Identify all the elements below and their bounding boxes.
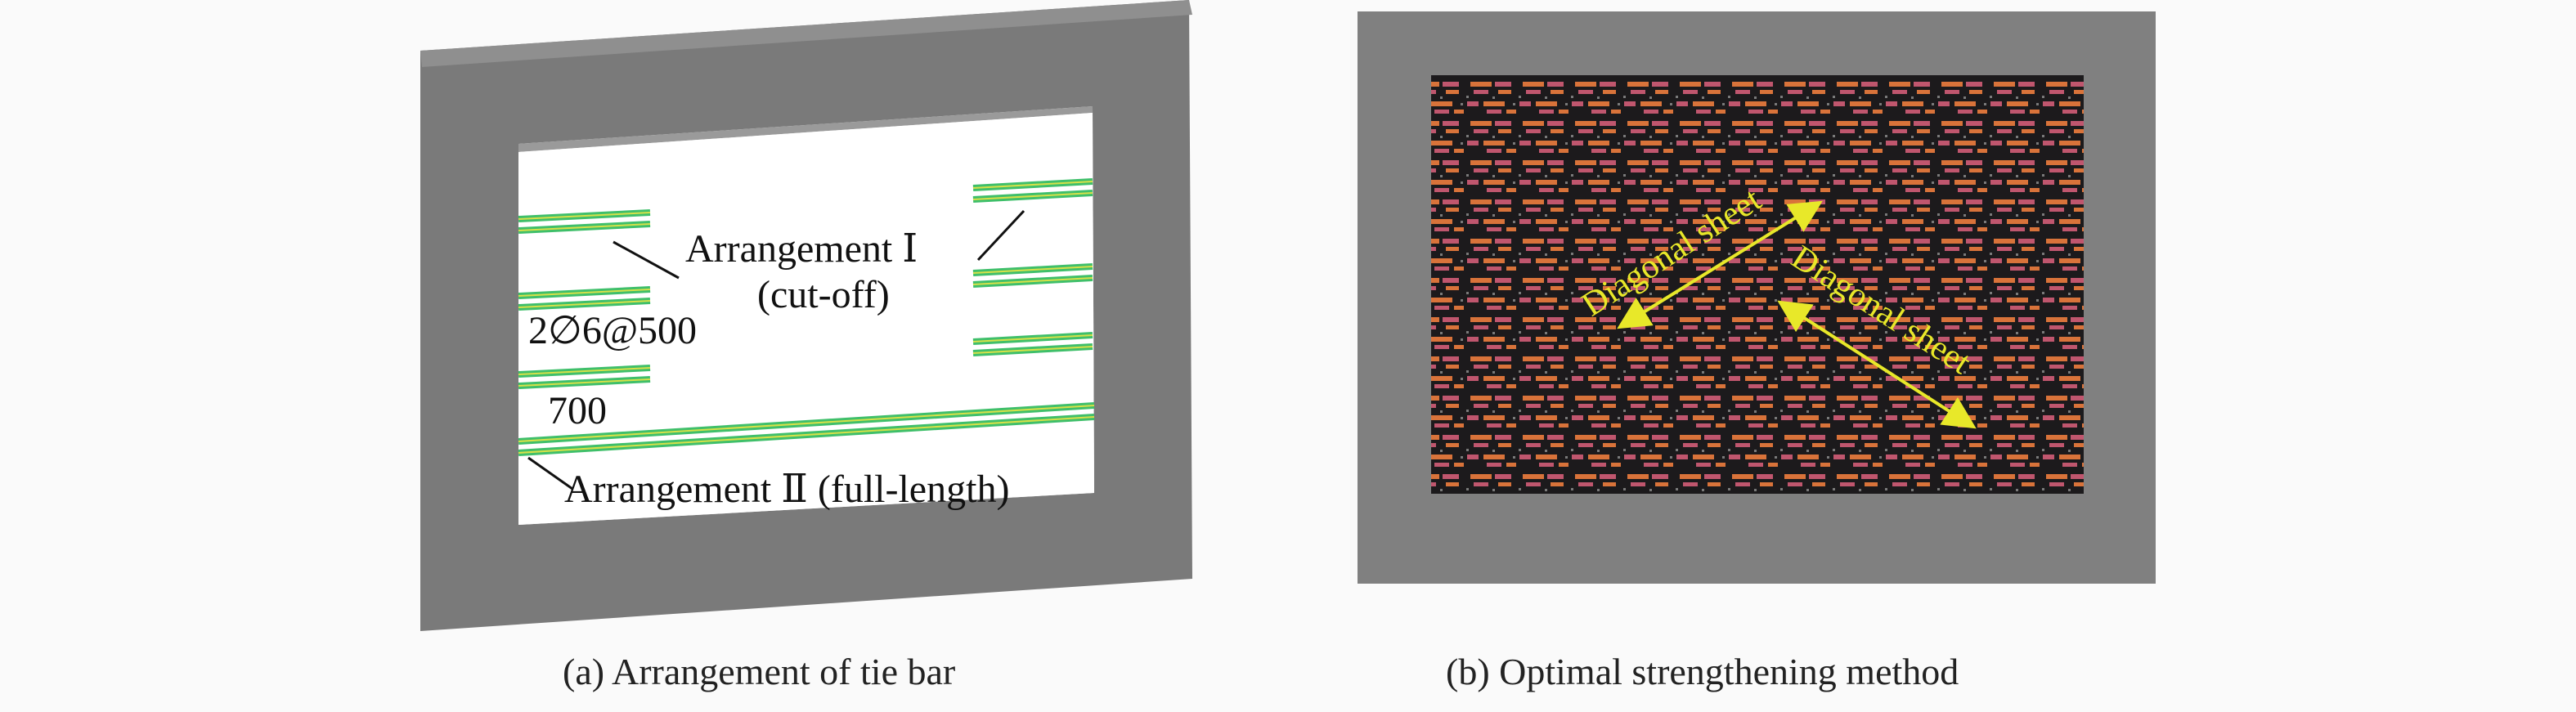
label-cut-off: (cut-off) <box>757 273 890 316</box>
tie-bar <box>972 263 1093 288</box>
caption-a: (a) Arrangement of tie bar <box>563 651 956 692</box>
tie-bars-cut-off-right <box>972 178 1093 356</box>
label-arrangement-2: Arrangement Ⅱ (full-length) <box>564 468 1009 511</box>
leader-lines <box>527 209 1025 490</box>
tie-bar <box>518 286 651 311</box>
leader-arrangement-2 <box>527 456 573 490</box>
label-length: 700 <box>548 389 607 432</box>
caption-b: (b) Optimal strengthening method <box>1446 651 1959 692</box>
label-arrangement-1: Arrangement Ⅰ <box>685 227 918 271</box>
tie-bar <box>972 332 1093 356</box>
leader-arrangement-1-left <box>613 240 680 280</box>
leader-arrangement-1-right <box>976 209 1025 262</box>
arrow-diagonal-1 <box>1617 200 1823 329</box>
tie-bars-cut-off-left <box>518 209 651 389</box>
arrow-diagonal-2 <box>1777 300 1977 429</box>
tie-bar <box>518 209 651 234</box>
label-spacing: 2∅6@500 <box>528 309 697 352</box>
opening <box>518 113 1094 525</box>
opening-inner-edge <box>518 106 1093 152</box>
wall-frame <box>420 0 1192 631</box>
panel-a: Arrangement Ⅰ (cut-off) 2∅6@500 700 Arra… <box>420 0 1192 631</box>
tie-bar <box>518 365 651 389</box>
wall-frame-b <box>1358 11 2156 584</box>
wall-top-face <box>420 0 1192 67</box>
tie-bars-full-length <box>518 402 1095 456</box>
panel-b: Diagonal sheet Diagonal sheet <box>1358 11 2156 584</box>
tie-bar <box>972 178 1093 203</box>
fiber-mesh <box>1431 75 2084 494</box>
